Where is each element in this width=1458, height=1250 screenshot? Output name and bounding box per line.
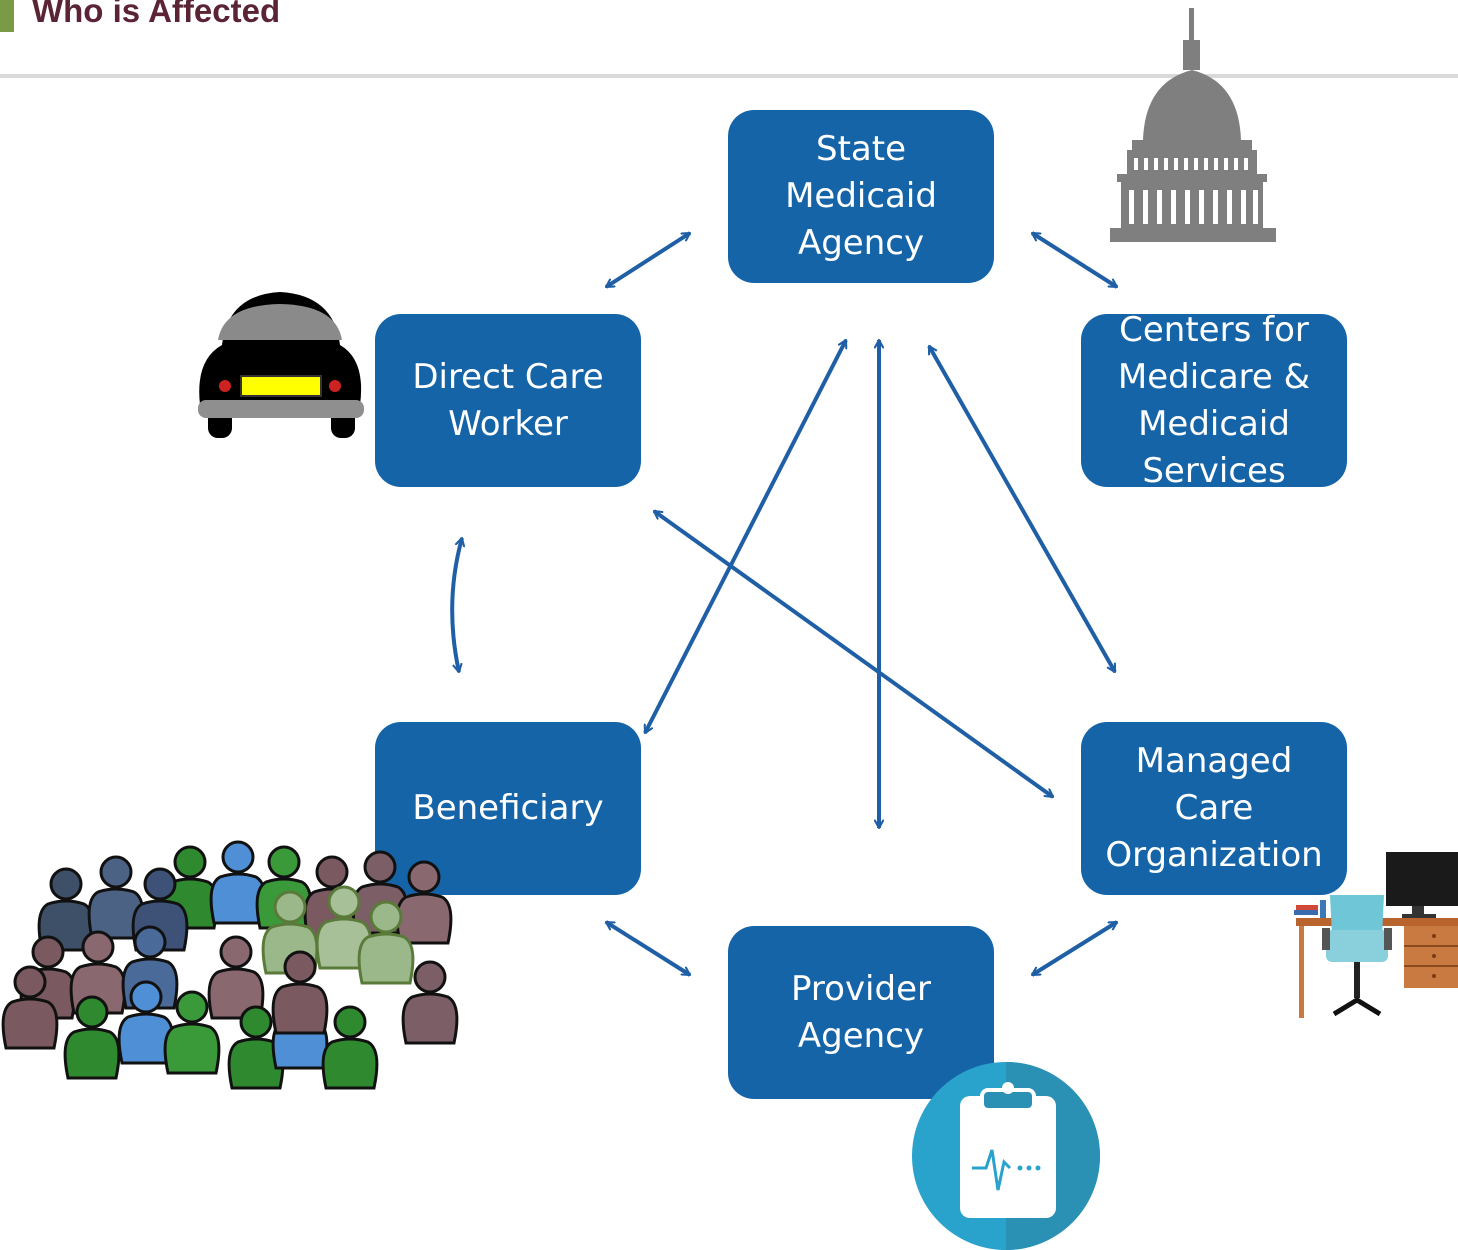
arrow-beneficiary-provider [604,920,692,977]
node-state-medicaid-agency: State Medicaid Agency [728,110,994,283]
node-label: State Medicaid Agency [785,129,937,263]
arrow-state-mco [927,346,1117,672]
node-label: Centers for Medicare & Medicaid Services [1117,309,1311,491]
node-label: Managed Care Organization [1105,741,1323,875]
node-cms: Centers for Medicare & Medicaid Services [1081,310,1347,491]
node-label: Direct Care Worker [412,356,604,444]
arrow-state-cms [1030,231,1119,289]
arrow-directcare-mco [652,509,1055,799]
node-provider-agency: Provider Agency [728,926,994,1099]
header-divider [0,74,1458,78]
node-direct-care-worker: Direct Care Worker [375,314,641,487]
arrow-mco-provider [1030,920,1119,977]
node-label: Provider Agency [791,968,931,1056]
title-accent-bar [0,0,14,32]
page-title: Who is Affected [32,0,281,29]
arrow-state-directcare [604,231,692,289]
node-label: Beneficiary [412,788,604,828]
node-managed-care-organization: Managed Care Organization [1081,722,1347,895]
arrow-directcare-beneficiary [450,538,462,672]
